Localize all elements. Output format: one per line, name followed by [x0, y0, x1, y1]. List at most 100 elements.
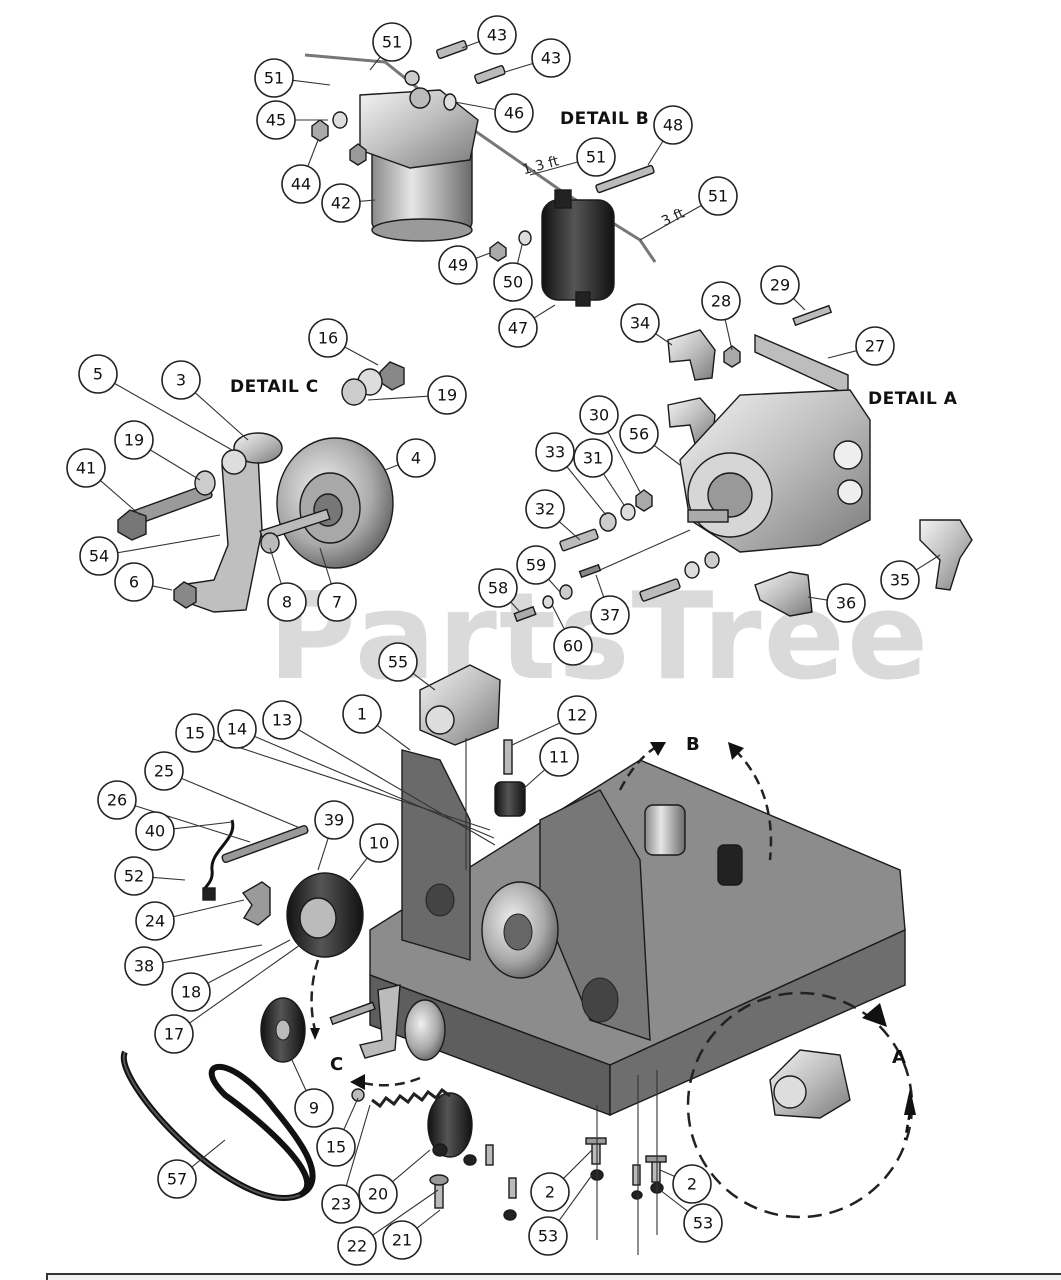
callout-number: 7	[332, 593, 342, 612]
callout-leader-23	[345, 1104, 371, 1186]
detail-a-assembly	[513, 304, 973, 623]
callout-circle	[539, 737, 579, 777]
callout-circle	[97, 780, 137, 820]
callout-leader-57	[191, 1139, 226, 1168]
callout-number: 60	[563, 637, 583, 656]
callout-circle	[316, 1127, 356, 1167]
callout-circle	[516, 545, 556, 585]
callout-leader-27	[827, 350, 857, 359]
callout-53: 53	[528, 1216, 568, 1256]
callout-27: 27	[855, 326, 895, 366]
callout-number: 18	[181, 983, 201, 1002]
callout-45: 45	[256, 100, 296, 140]
callout-15: 15	[316, 1127, 356, 1167]
callout-number: 29	[770, 276, 790, 295]
callout-number: 15	[185, 724, 205, 743]
callout-number: 48	[663, 116, 683, 135]
callout-14: 14	[217, 709, 257, 749]
callout-43: 43	[531, 38, 571, 78]
callout-leader-4	[384, 464, 399, 471]
callout-30: 30	[579, 395, 619, 435]
callout-circle	[530, 1172, 570, 1212]
callout-number: 26	[107, 791, 127, 810]
callout-number: 35	[890, 571, 910, 590]
callout-circle	[114, 856, 154, 896]
callout-leader-28	[724, 319, 733, 351]
callout-leader-50	[516, 244, 523, 264]
callout-number: 42	[331, 194, 351, 213]
callout-number: 25	[154, 762, 174, 781]
callout-leader-20	[392, 1149, 431, 1183]
callout-circle	[535, 432, 575, 472]
callout-leader-2	[659, 1169, 675, 1177]
callout-circle	[478, 568, 518, 608]
callout-circle	[171, 972, 211, 1012]
callout-47: 47	[498, 308, 538, 348]
callout-38: 38	[124, 946, 164, 986]
callout-number: 2	[545, 1183, 555, 1202]
callout-5: 5	[78, 354, 118, 394]
callout-circle	[161, 360, 201, 400]
callout-circle	[114, 562, 154, 602]
callout-circle	[175, 713, 215, 753]
callout-number: 36	[836, 594, 856, 613]
callout-number: 51	[586, 148, 606, 167]
callout-circle	[262, 700, 302, 740]
callout-1: 1	[342, 694, 382, 734]
callout-39: 39	[314, 800, 354, 840]
callout-41: 41	[66, 448, 106, 488]
callout-number: 23	[331, 1195, 351, 1214]
callout-leader-2	[563, 1149, 593, 1179]
callout-leader-58	[510, 601, 521, 613]
callout-leader-51	[639, 204, 702, 241]
callout-circle	[294, 1088, 334, 1128]
watermark-text: PartsTree	[268, 568, 930, 707]
callout-circle	[321, 183, 361, 223]
callout-circle	[342, 694, 382, 734]
callout-13: 13	[262, 700, 302, 740]
callout-leader-40	[173, 821, 233, 830]
callout-leader-13	[298, 729, 496, 846]
callout-leader-9	[291, 1059, 307, 1091]
view-letter-b: B	[686, 734, 700, 755]
callout-circle	[135, 811, 175, 851]
callout-2: 2	[672, 1164, 712, 1204]
callout-number: 4	[411, 449, 421, 468]
callout-40: 40	[135, 811, 175, 851]
callout-circle	[78, 354, 118, 394]
callout-32: 32	[525, 489, 565, 529]
callout-number: 11	[549, 748, 569, 767]
callout-number: 21	[392, 1231, 412, 1250]
callout-number: 38	[134, 957, 154, 976]
callout-58: 58	[478, 568, 518, 608]
callout-number: 53	[538, 1227, 558, 1246]
callout-number: 39	[324, 811, 344, 830]
view-letter-c: C	[330, 1054, 343, 1075]
callout-number: 20	[368, 1185, 388, 1204]
callout-number: 22	[347, 1237, 367, 1256]
callout-leader-11	[521, 769, 546, 791]
callout-number: 44	[291, 175, 311, 194]
detail-b-arrows	[618, 742, 773, 861]
callout-number: 40	[145, 822, 165, 841]
callout-leader-31	[603, 473, 625, 506]
callout-number: 9	[309, 1099, 319, 1118]
callout-59: 59	[516, 545, 556, 585]
main-assembly	[120, 664, 906, 1255]
callout-51: 51	[372, 22, 412, 62]
callout-49: 49	[438, 245, 478, 285]
callout-18: 18	[171, 972, 211, 1012]
callout-17: 17	[154, 1014, 194, 1054]
callout-6: 6	[114, 562, 154, 602]
callout-57: 57	[157, 1159, 197, 1199]
callout-15: 15	[175, 713, 215, 753]
callout-number: 50	[503, 273, 523, 292]
callout-circle	[698, 176, 738, 216]
callout-circle	[493, 262, 533, 302]
callout-10: 10	[359, 823, 399, 863]
callout-number: 16	[318, 329, 338, 348]
callout-circle	[528, 1216, 568, 1256]
callout-number: 14	[227, 720, 247, 739]
callout-number: 32	[535, 500, 555, 519]
